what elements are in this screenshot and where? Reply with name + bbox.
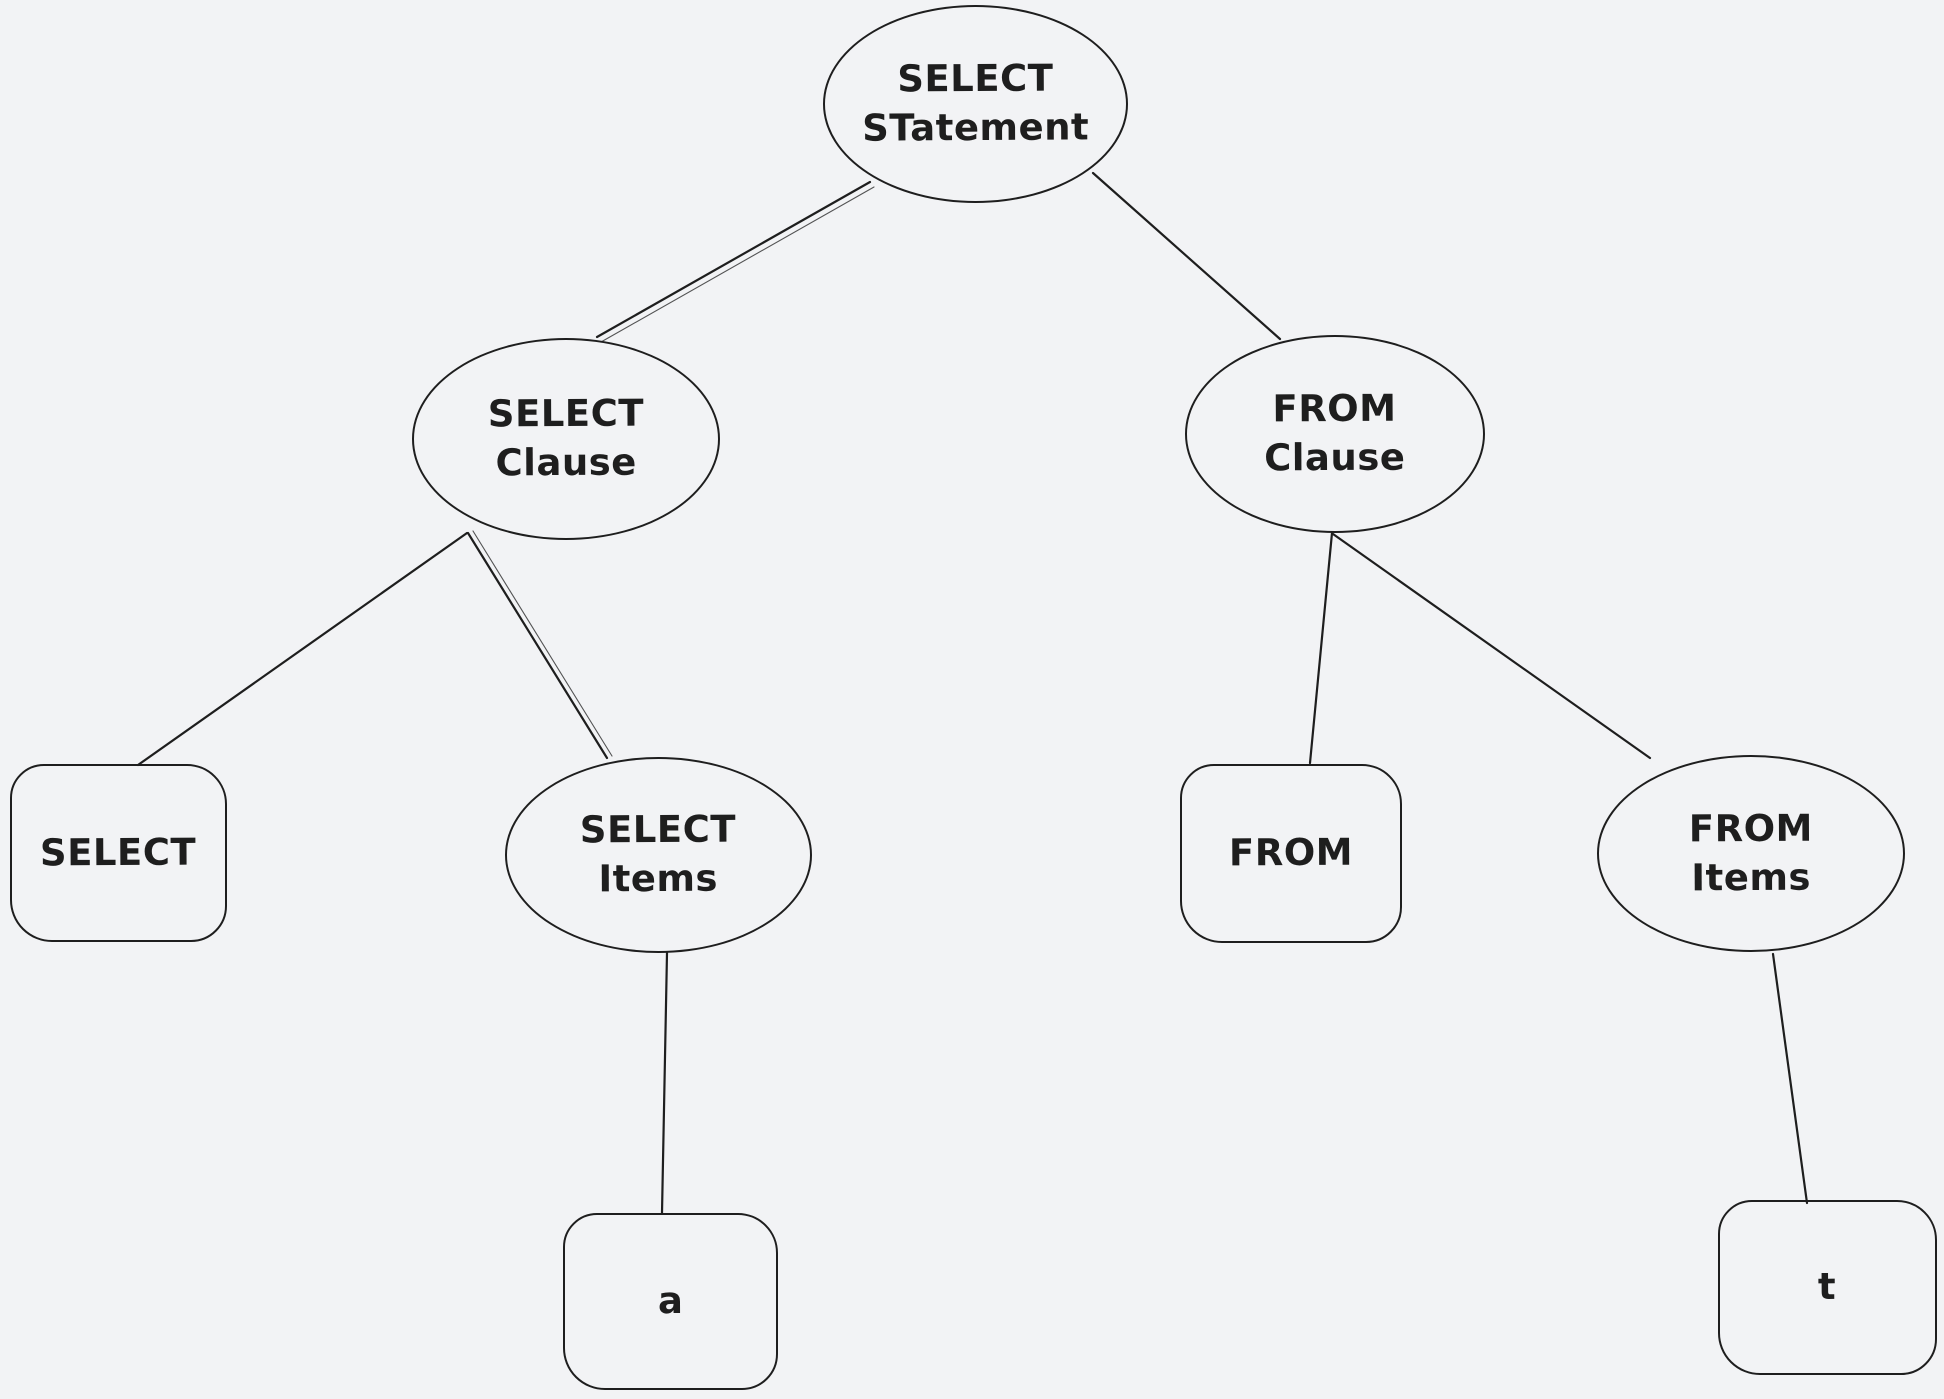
edge-from-clause-to-from-keyword	[1308, 531, 1334, 765]
edge-from-clause-to-from-items	[1331, 532, 1652, 760]
edge-select-statement-to-from-clause	[1091, 171, 1282, 341]
node-item-a-label: a	[657, 1279, 684, 1323]
node-select-items-label: SELECT Items	[580, 807, 737, 901]
node-from-items: FROM Items	[1597, 755, 1905, 952]
node-from-keyword-label: FROM	[1228, 830, 1354, 875]
node-from-keyword: FROM	[1180, 764, 1402, 943]
node-from-clause-label: FROM Clause	[1264, 386, 1406, 480]
node-select-statement: SELECT STatement	[823, 5, 1128, 203]
node-item-t-label: t	[1818, 1265, 1837, 1309]
node-select-keyword: SELECT	[10, 764, 227, 942]
edge-select-clause-to-select-keyword	[136, 531, 469, 767]
node-select-clause: SELECT Clause	[412, 338, 720, 540]
node-select-statement-label: SELECT STatement	[861, 56, 1090, 150]
edge-select-statement-to-select-clause-ghost	[600, 186, 875, 343]
edge-select-clause-to-select-items	[466, 531, 609, 760]
edge-select-statement-to-select-clause	[595, 180, 872, 339]
node-select-keyword-label: SELECT	[40, 830, 197, 874]
node-select-items: SELECT Items	[505, 757, 812, 953]
edge-select-clause-to-select-items-ghost	[472, 530, 613, 757]
node-select-clause-label: SELECT Clause	[487, 391, 645, 485]
node-from-clause: FROM Clause	[1185, 335, 1485, 533]
node-from-items-label: FROM Items	[1688, 806, 1813, 899]
node-item-a: a	[563, 1213, 778, 1390]
node-item-t: t	[1718, 1200, 1937, 1375]
edge-select-items-to-a	[660, 951, 669, 1215]
edge-from-items-to-t	[1771, 952, 1809, 1205]
